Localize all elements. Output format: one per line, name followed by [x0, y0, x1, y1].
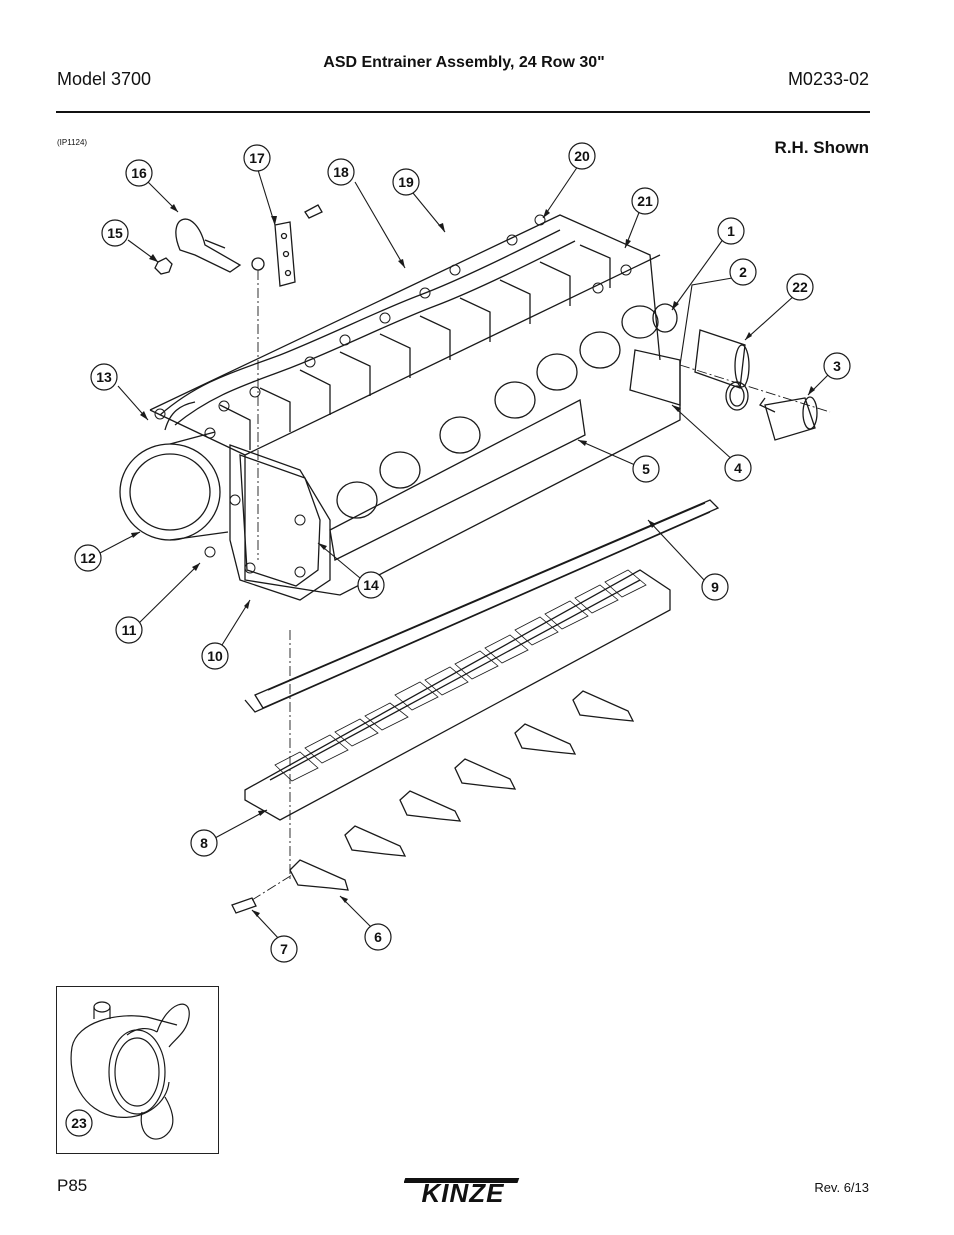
cover-ribs [219, 244, 611, 450]
callout-9: 9 [701, 573, 729, 601]
svg-text:17: 17 [249, 150, 265, 166]
orientation-note: R.H. Shown [774, 138, 869, 157]
svg-text:9: 9 [711, 579, 719, 595]
document-number: M0233-02 [787, 69, 869, 89]
outlet-stubs [336, 303, 678, 519]
clip-and-bracket [154, 204, 323, 287]
svg-text:3: 3 [833, 358, 841, 374]
svg-text:14: 14 [363, 577, 379, 593]
inset-clamp-detail: 23 [56, 986, 219, 1154]
page-title: ASD Entrainer Assembly, 24 Row 30" [323, 54, 605, 71]
svg-text:1: 1 [727, 223, 735, 239]
leader-arrowheads [131, 204, 815, 917]
svg-text:22: 22 [792, 279, 808, 295]
screen-tray [244, 569, 671, 821]
callout-12: 12 [74, 544, 102, 572]
svg-text:7: 7 [280, 941, 288, 957]
callout-4: 4 [724, 454, 752, 482]
svg-text:18: 18 [333, 164, 349, 180]
entrainer-housing [119, 214, 681, 601]
callout-18: 18 [327, 158, 355, 186]
svg-text:5: 5 [642, 461, 650, 477]
svg-text:20: 20 [574, 148, 590, 164]
svg-text:15: 15 [107, 225, 123, 241]
svg-text:16: 16 [131, 165, 147, 181]
leader-lines [99, 165, 831, 941]
callout-15: 15 [101, 219, 129, 247]
svg-text:23: 23 [71, 1115, 87, 1131]
top-bolts [154, 214, 632, 578]
svg-text:11: 11 [122, 622, 137, 638]
callout-10: 10 [201, 642, 229, 670]
callout-13: 13 [90, 363, 118, 391]
callout-21: 21 [631, 187, 659, 215]
callouts: 1 2 3 4 5 6 7 8 9 10 11 12 13 14 15 16 1… [74, 142, 851, 963]
callout-2: 2 [729, 258, 757, 286]
svg-text:13: 13 [96, 369, 112, 385]
callout-3: 3 [823, 352, 851, 380]
revision-label: Rev. 6/13 [814, 1180, 869, 1195]
svg-text:4: 4 [734, 460, 742, 476]
callout-20: 20 [568, 142, 596, 170]
callout-23: 23 [65, 1109, 93, 1137]
callout-5: 5 [632, 455, 660, 483]
kinze-logo: KINZE [404, 1178, 520, 1204]
figure-code: (IP1124) [57, 138, 88, 147]
callout-1: 1 [717, 217, 745, 245]
svg-text:2: 2 [739, 264, 747, 280]
clamp-illustration [70, 1001, 190, 1140]
callout-16: 16 [125, 159, 153, 187]
svg-text:12: 12 [80, 550, 96, 566]
end-tube-and-cap [694, 329, 818, 441]
svg-text:8: 8 [200, 835, 208, 851]
flapper-valves [231, 690, 635, 914]
svg-text:6: 6 [374, 929, 382, 945]
callout-22: 22 [786, 273, 814, 301]
screen-panels [274, 569, 647, 782]
page-number: P85 [57, 1176, 88, 1195]
alignment-lines [251, 270, 831, 901]
svg-text:21: 21 [637, 193, 653, 209]
svg-text:KINZE: KINZE [422, 1178, 505, 1204]
callout-7: 7 [270, 935, 298, 963]
callout-8: 8 [190, 829, 218, 857]
callout-17: 17 [243, 144, 271, 172]
svg-text:19: 19 [398, 174, 414, 190]
svg-text:10: 10 [207, 648, 223, 664]
callout-19: 19 [392, 168, 420, 196]
callout-11: 11 [115, 616, 143, 644]
callout-14: 14 [357, 571, 385, 599]
header-rule [56, 111, 870, 113]
model-label: Model 3700 [57, 69, 152, 89]
callout-6: 6 [364, 923, 392, 951]
gasket-frame [244, 499, 720, 713]
